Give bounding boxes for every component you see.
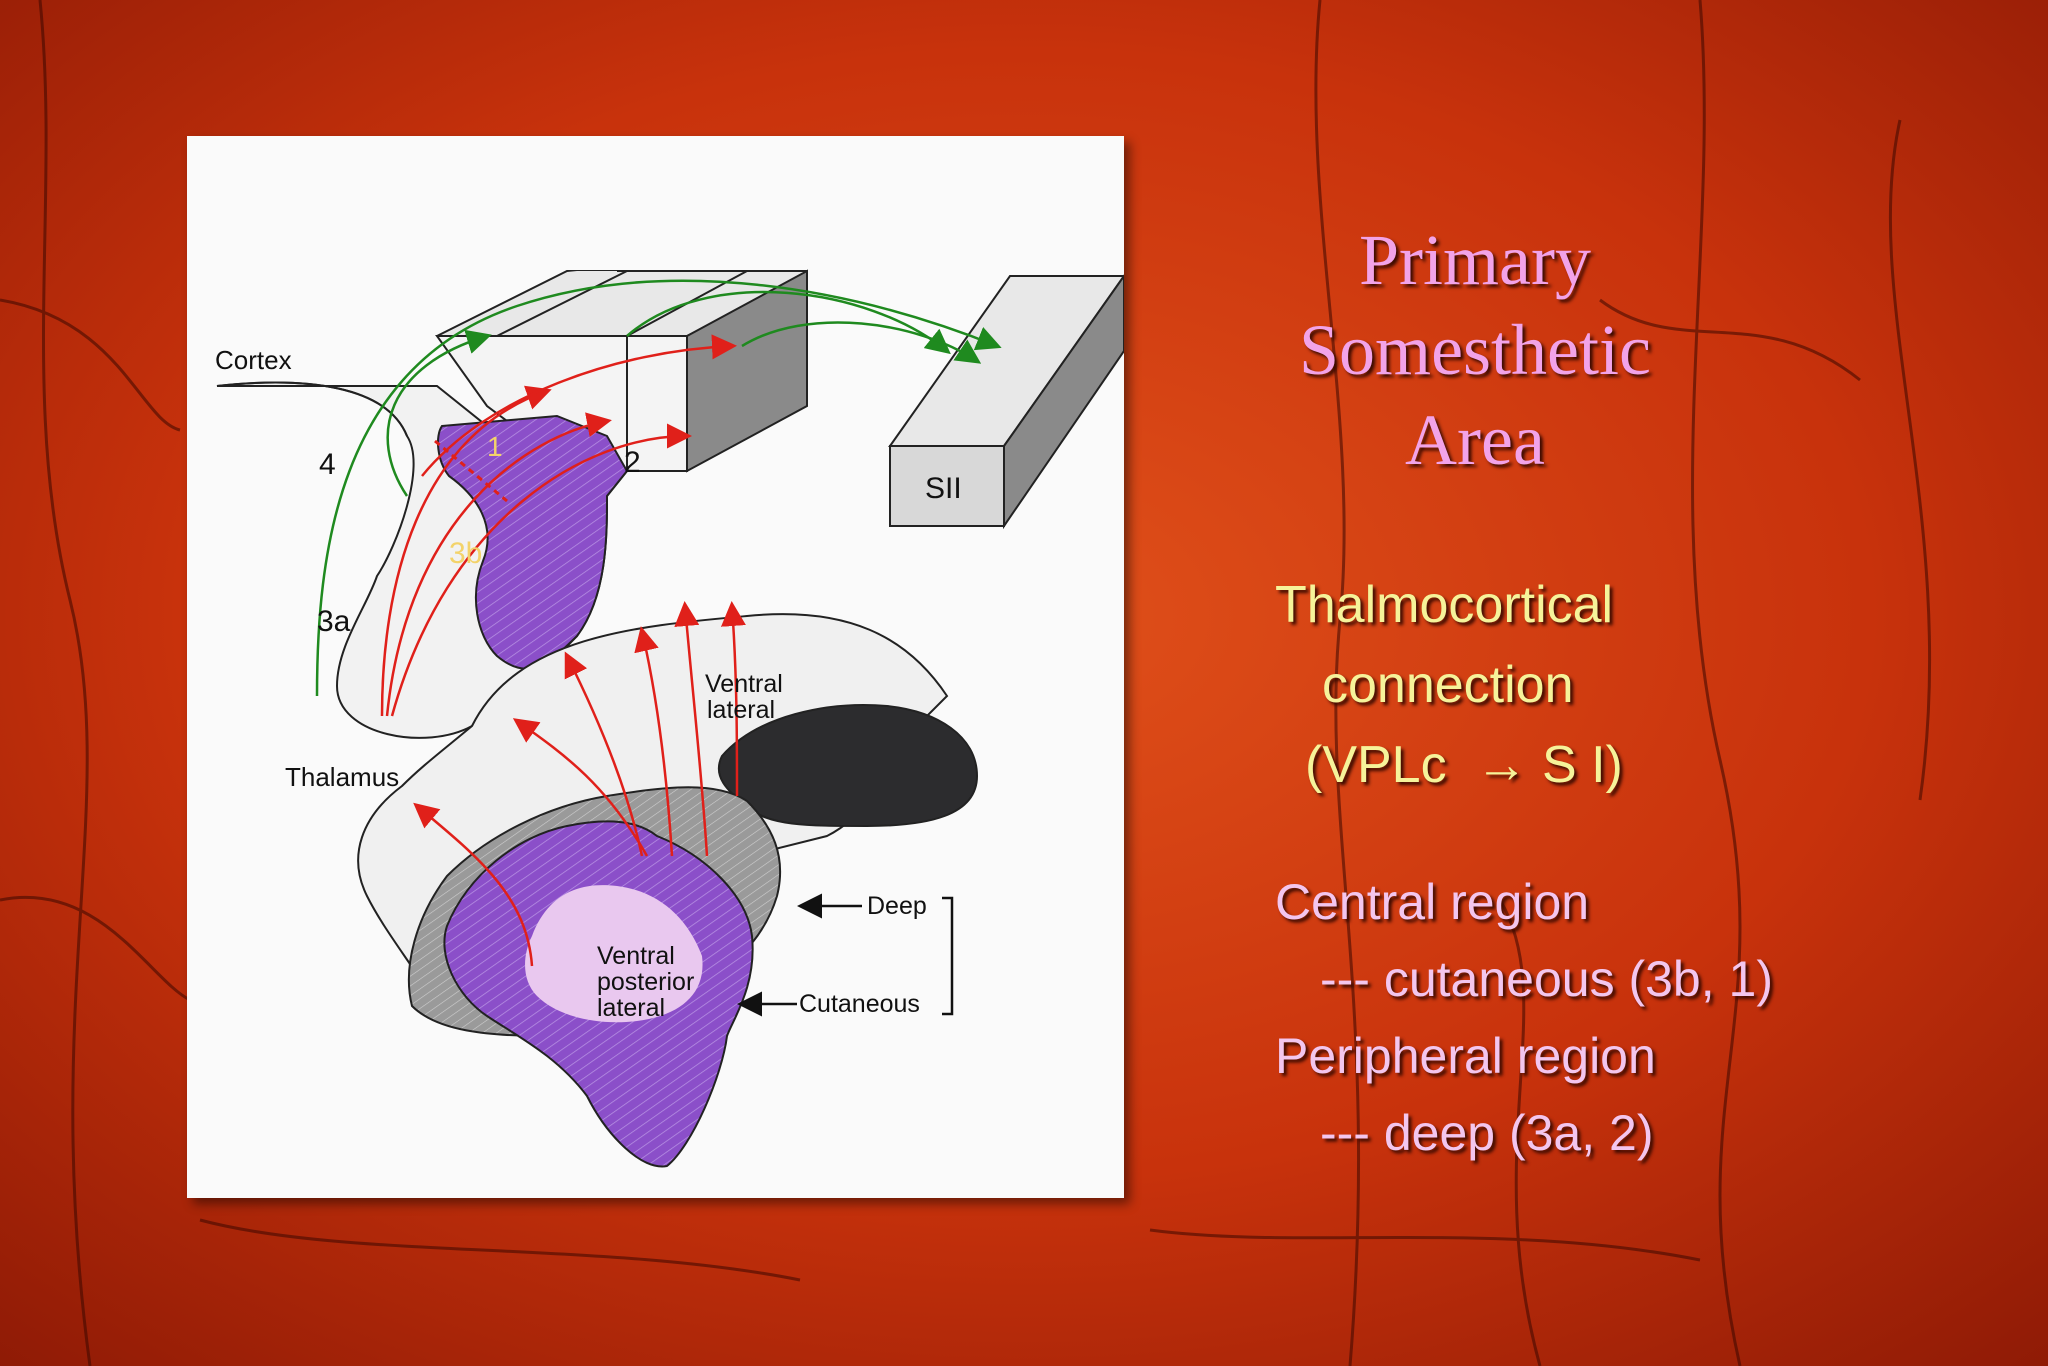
sii-label: SII xyxy=(925,472,962,505)
area-2-label: 2 xyxy=(624,446,641,479)
ventral-lateral-label-1: Ventral xyxy=(705,670,783,698)
region-line-central: Central region xyxy=(1275,874,1590,930)
deep-label: Deep xyxy=(867,892,927,920)
thalamocortical-diagram: Cortex 4 1 2 3b 3a SII Thalamus Ventral … xyxy=(187,136,1124,1198)
thalamus-label: Thalamus xyxy=(285,762,399,792)
region-line-peripheral: Peripheral region xyxy=(1275,1028,1656,1084)
vpl-label-3: lateral xyxy=(597,994,665,1022)
cutaneous-label: Cutaneous xyxy=(799,990,920,1018)
region-line-cutaneous: --- cutaneous (3b, 1) xyxy=(1320,951,1773,1007)
slide-title-line-1: Primary xyxy=(1359,220,1591,300)
vpl-label-2: posterior xyxy=(597,968,694,996)
area-4-label: 4 xyxy=(319,448,336,481)
slide-text-column: Primary Somesthetic Area xyxy=(1240,215,2000,485)
connection-line-2: connection xyxy=(1322,656,1574,714)
ventral-lateral-label-2: lateral xyxy=(707,696,775,724)
area-1-label: 1 xyxy=(487,431,503,462)
slide-title-line-3: Area xyxy=(1405,400,1545,480)
region-line-deep: --- deep (3a, 2) xyxy=(1320,1105,1654,1161)
cortex-block-top xyxy=(435,269,808,473)
cortex-label: Cortex xyxy=(215,345,292,375)
vpl-label-1: Ventral xyxy=(597,942,675,970)
vpl-core xyxy=(525,885,703,1023)
area-3b-label: 3b xyxy=(449,537,482,570)
connection-line-1: Thalmocortical xyxy=(1275,576,1614,634)
area-3b-1-cutaneous xyxy=(436,414,629,670)
sii-block xyxy=(888,274,1124,530)
slide-title-line-2: Somesthetic xyxy=(1299,310,1651,390)
connection-line-3: (VPLc → S I) xyxy=(1305,736,1623,794)
area-3a-label: 3a xyxy=(317,605,351,638)
